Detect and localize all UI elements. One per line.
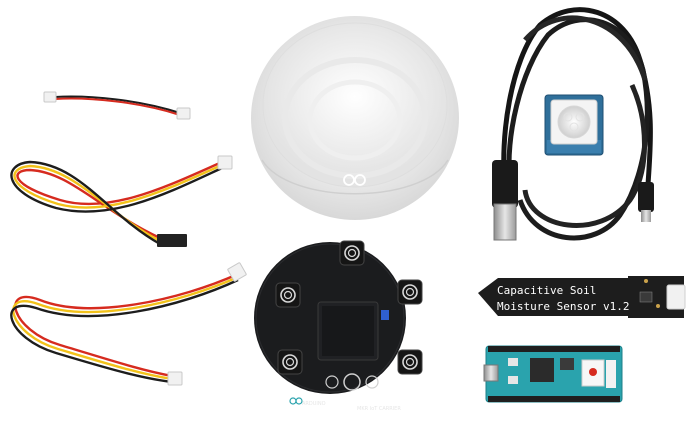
touch-pad-left-bottom bbox=[277, 349, 303, 375]
touch-pad-top bbox=[339, 240, 365, 266]
fingerprint-icon bbox=[282, 354, 298, 370]
jumper-connector bbox=[157, 234, 187, 247]
fingerprint-icon bbox=[402, 354, 418, 370]
fingerprint-icon bbox=[280, 287, 296, 303]
fingerprint-icon bbox=[344, 245, 360, 261]
grove-connector bbox=[167, 371, 183, 386]
usb-a-plug-metal bbox=[493, 203, 517, 241]
carrier-brand-label: ARDUINO bbox=[302, 401, 326, 407]
usb-a-plug-housing bbox=[492, 160, 518, 208]
sensor-chip bbox=[639, 291, 653, 303]
grove-connector bbox=[217, 155, 233, 170]
arduino-logo-icon bbox=[289, 397, 303, 405]
infinity-logo-icon bbox=[343, 174, 366, 186]
touch-carrier-board: ARDUINO MKR IoT CARRIER bbox=[254, 240, 423, 412]
grove-connector bbox=[176, 107, 191, 120]
grove-to-jumper-cable bbox=[10, 155, 233, 247]
arduino-mkr-board bbox=[483, 345, 623, 403]
status-led bbox=[381, 310, 389, 320]
touch-pad-right-top bbox=[397, 279, 423, 305]
micro-usb-metal bbox=[641, 210, 651, 222]
fresnel-lens bbox=[557, 105, 591, 139]
touch-pad-right-bottom bbox=[397, 349, 423, 375]
grove-connector bbox=[227, 262, 247, 282]
grove-cable-loop bbox=[10, 262, 247, 386]
reset-button-icon bbox=[343, 373, 361, 391]
sensor-label-line2: Moisture Sensor v1.2 bbox=[497, 300, 629, 313]
soil-moisture-sensor: Capacitive Soil Moisture Sensor v1.2 bbox=[478, 276, 686, 318]
grove-connector bbox=[666, 284, 686, 310]
grove-connector bbox=[43, 91, 57, 103]
short-grove-cable bbox=[43, 91, 191, 120]
carrier-model-label: MKR IoT CARRIER bbox=[357, 406, 401, 412]
touch-pad-left-top bbox=[275, 282, 301, 308]
usb-cable bbox=[492, 7, 654, 241]
sensor-label-line1: Capacitive Soil bbox=[497, 284, 596, 297]
microcontroller-chip bbox=[530, 358, 554, 382]
pir-motion-sensor bbox=[544, 94, 604, 156]
diffuser-dome bbox=[251, 16, 459, 220]
usb-port bbox=[483, 364, 499, 382]
fingerprint-icon bbox=[402, 284, 418, 300]
micro-usb-housing bbox=[638, 182, 654, 212]
